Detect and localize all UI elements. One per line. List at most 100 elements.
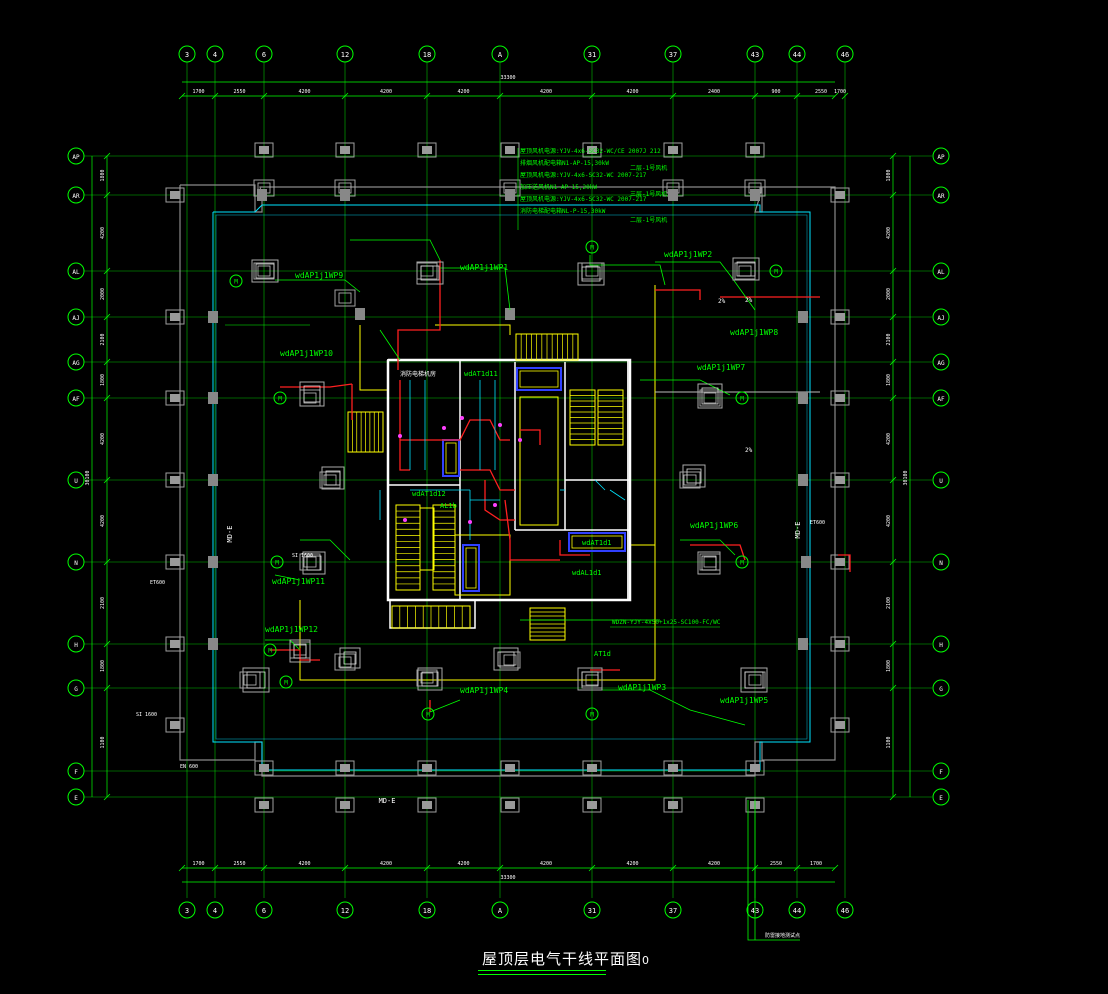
core-rooms bbox=[347, 333, 632, 641]
dim-tick bbox=[103, 152, 111, 160]
column-core bbox=[587, 801, 597, 809]
column bbox=[254, 760, 274, 776]
axis-bubble-top bbox=[788, 45, 806, 63]
panel-label: wdAT1d12 bbox=[412, 490, 446, 498]
column-inner bbox=[303, 556, 317, 568]
axis-label-right: AJ bbox=[937, 315, 944, 322]
elev-label: EN 600 bbox=[180, 764, 198, 770]
column-core bbox=[505, 801, 515, 809]
column bbox=[830, 636, 850, 652]
circuit-label: wdAP1j1WP4 bbox=[460, 686, 508, 695]
axis-bubble-left bbox=[67, 308, 85, 326]
dim-label-v: 1100 bbox=[100, 736, 106, 748]
bus-label-left: MD-E bbox=[226, 526, 234, 543]
roof-equipment bbox=[577, 667, 603, 691]
elev-label: ET600 bbox=[810, 520, 825, 526]
side-note: 三层-1号风机 bbox=[630, 190, 667, 198]
column bbox=[582, 760, 602, 776]
dim-label: 4200 bbox=[457, 89, 469, 95]
elevator-box bbox=[516, 367, 562, 391]
column-solid bbox=[798, 311, 808, 323]
dim-label: 4200 bbox=[540, 89, 552, 95]
dim-label-v: 4200 bbox=[100, 433, 106, 445]
dim-tick bbox=[103, 684, 111, 692]
dim-tick bbox=[423, 92, 431, 100]
column bbox=[830, 309, 850, 325]
column-core bbox=[170, 640, 180, 648]
junction-dot bbox=[442, 426, 446, 430]
dim-tick bbox=[588, 864, 596, 872]
dim-tick bbox=[496, 864, 504, 872]
circuit-label: wdAP1j1WP8 bbox=[730, 328, 778, 337]
dim-tick bbox=[889, 313, 897, 321]
leader-line bbox=[655, 261, 756, 311]
column-inner bbox=[338, 656, 352, 668]
leader-line bbox=[274, 574, 301, 581]
cyan-wiring bbox=[594, 479, 606, 491]
dim-tick bbox=[889, 640, 897, 648]
dim-tick bbox=[496, 92, 504, 100]
circuit-label: wdAP1j1WP2 bbox=[664, 250, 712, 259]
dim-tick bbox=[889, 793, 897, 801]
dim-tick bbox=[889, 267, 897, 275]
column-solid bbox=[208, 474, 218, 486]
fan-marker bbox=[273, 391, 287, 405]
circuit-label: wdAP1j1WP9 bbox=[295, 271, 343, 280]
column-core bbox=[170, 394, 180, 402]
dim-tick bbox=[889, 191, 897, 199]
axis-label-bottom: 4 bbox=[213, 907, 217, 915]
dim-label-v: 1800 bbox=[886, 169, 892, 181]
axis-label-top: 37 bbox=[669, 51, 677, 59]
roof-equipment bbox=[697, 383, 723, 409]
axis-bubble-right bbox=[932, 471, 950, 489]
fan-marker-label: M bbox=[275, 560, 279, 567]
dim-tick bbox=[831, 864, 839, 872]
dim-label-v: 1800 bbox=[100, 374, 106, 386]
cable-run bbox=[280, 383, 353, 388]
axis-label-right: H bbox=[939, 642, 943, 649]
cyan-wiring bbox=[609, 489, 626, 501]
fan-marker bbox=[421, 707, 435, 721]
column-core bbox=[835, 476, 845, 484]
fan-marker bbox=[229, 274, 243, 288]
column-solid bbox=[208, 556, 218, 568]
axis-bubble-left bbox=[67, 762, 85, 780]
dim-label: 4200 bbox=[457, 861, 469, 867]
dim-tick bbox=[103, 793, 111, 801]
axis-label-top: 6 bbox=[262, 51, 266, 59]
dim-tick bbox=[103, 476, 111, 484]
test-point-leader bbox=[747, 800, 800, 941]
column-inner bbox=[338, 292, 352, 304]
roof-equipment-inner bbox=[701, 387, 719, 405]
junction-dot bbox=[460, 416, 464, 420]
column-core bbox=[750, 146, 760, 154]
axis-bubble-left bbox=[67, 679, 85, 697]
fan-marker bbox=[735, 391, 749, 405]
fan-marker-label: M bbox=[740, 396, 744, 403]
column bbox=[663, 142, 683, 158]
axis-bubble-top bbox=[664, 45, 682, 63]
dim-label: 4200 bbox=[626, 89, 638, 95]
column bbox=[745, 142, 765, 158]
drawing-title-suffix: 0 bbox=[642, 954, 651, 967]
column-solid bbox=[668, 189, 678, 201]
dim-tick bbox=[103, 313, 111, 321]
column-core bbox=[835, 313, 845, 321]
leader-line bbox=[275, 279, 361, 293]
fan-marker-label: M bbox=[284, 680, 288, 687]
cable-run bbox=[655, 289, 701, 300]
column-solid bbox=[208, 311, 218, 323]
dim-tick bbox=[103, 558, 111, 566]
column bbox=[335, 760, 355, 776]
axis-label-bottom: 12 bbox=[341, 907, 349, 915]
axis-label-bottom: A bbox=[498, 907, 503, 915]
leader-line bbox=[589, 255, 666, 286]
leader-line bbox=[429, 699, 461, 713]
column bbox=[417, 797, 437, 813]
roof-equipment bbox=[732, 257, 760, 281]
fan-marker bbox=[279, 675, 293, 689]
axis-label-right: U bbox=[939, 478, 943, 485]
roof-equipment-inner bbox=[420, 265, 440, 281]
column-solid bbox=[801, 556, 811, 568]
axis-bubble-bottom bbox=[418, 901, 436, 919]
